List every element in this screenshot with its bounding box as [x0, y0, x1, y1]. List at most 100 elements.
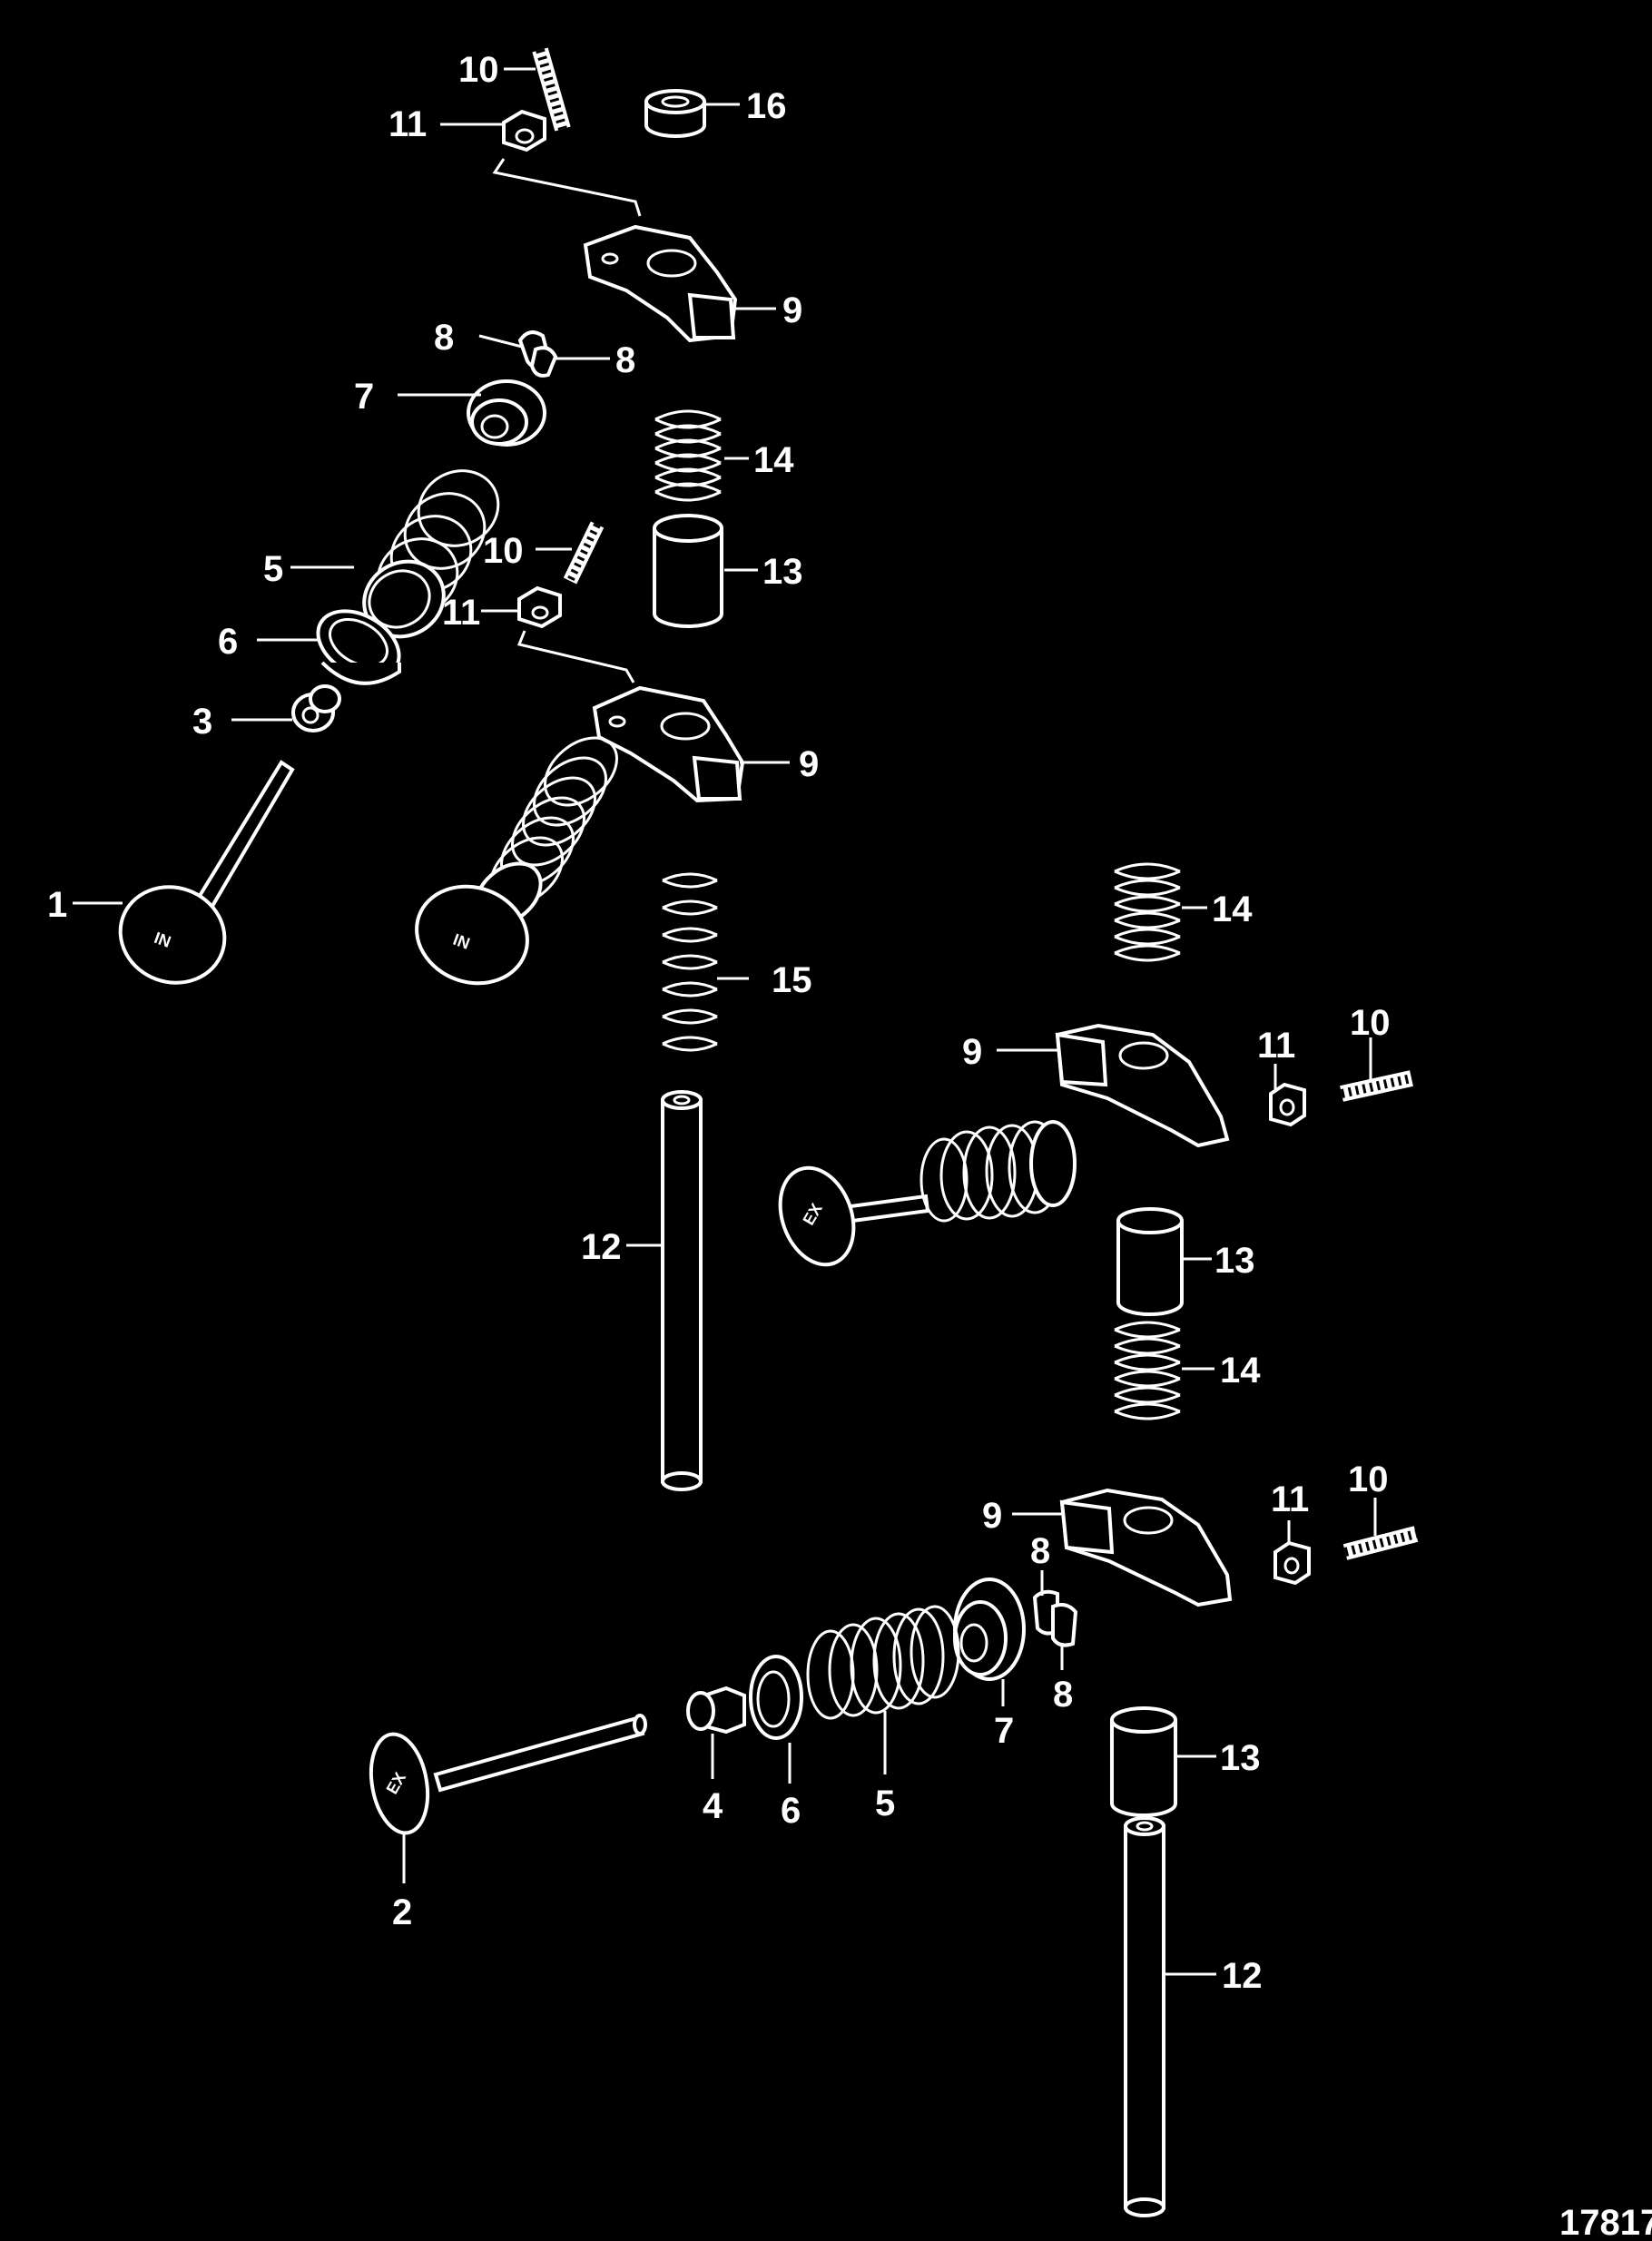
svg-text:14: 14 [753, 440, 794, 480]
rocker-arm-right [1055, 1023, 1230, 1148]
callout-14-right-lower: 14 [1182, 1351, 1261, 1391]
lifter-spring-right-lower [1114, 1321, 1181, 1420]
callout-13-lower: 13 [1177, 1738, 1261, 1778]
callout-11-right-upper: 11 [1257, 1026, 1295, 1089]
intake-valve-assembly: IN [415, 736, 618, 986]
pushrod-spring-15 [662, 872, 718, 1052]
callout-13-top: 13 [724, 552, 803, 592]
svg-text:8: 8 [1053, 1675, 1073, 1715]
pushrod-upper [661, 1090, 703, 1491]
svg-text:9: 9 [782, 290, 802, 330]
svg-text:9: 9 [962, 1032, 982, 1072]
lifter-spring-top [654, 409, 722, 502]
parts: IN IN [118, 47, 1419, 2217]
adjusting-stud-top [532, 47, 571, 132]
nut-right-upper [1269, 1082, 1306, 1127]
valve-keepers-top [517, 330, 558, 378]
svg-text:1: 1 [47, 885, 67, 925]
valve-spring-lower [806, 1605, 960, 1720]
callout-9-lower: 9 [982, 1496, 1062, 1536]
callout-11-mid: 11 [442, 593, 519, 633]
spring-seat-lower [749, 1655, 803, 1740]
lifter-spring-right-upper [1114, 862, 1181, 962]
intake-valve-assembly-mark: IN [451, 930, 473, 953]
valve-keepers-lower [1032, 1589, 1078, 1647]
callout-6-lower: 6 [781, 1743, 801, 1831]
svg-text:14: 14 [1212, 890, 1253, 929]
bushing-13-lower [1110, 1706, 1177, 1817]
callout-2: 2 [392, 1833, 412, 1932]
svg-text:13: 13 [1220, 1738, 1261, 1778]
callout-4: 4 [703, 1734, 723, 1826]
svg-text:10: 10 [458, 50, 499, 90]
svg-text:11: 11 [1271, 1479, 1309, 1519]
intake-valve-1: IN [118, 760, 295, 985]
svg-text:13: 13 [762, 552, 803, 592]
callout-5-top: 5 [263, 549, 354, 589]
callout-12-upper: 12 [581, 1227, 661, 1267]
bushing-13-right-upper [1116, 1207, 1184, 1316]
callout-15: 15 [717, 960, 812, 1000]
svg-text:6: 6 [218, 622, 238, 662]
svg-text:8: 8 [434, 318, 454, 358]
stud-right-upper [1340, 1070, 1413, 1102]
rocker-arm-mid [592, 685, 745, 803]
bushing-16 [644, 89, 706, 138]
svg-text:8: 8 [615, 340, 635, 380]
exhaust-valve-2: EX [369, 1714, 647, 1835]
svg-text:2: 2 [392, 1892, 412, 1932]
svg-text:8: 8 [1030, 1531, 1050, 1571]
svg-text:11: 11 [442, 593, 480, 633]
callout-7-lower: 7 [994, 1679, 1014, 1751]
callout-8-lower-bottom: 8 [1053, 1643, 1073, 1715]
exhaust-valve-assembly: EX [778, 1120, 1077, 1267]
svg-text:11: 11 [1257, 1026, 1295, 1066]
callout-7-top: 7 [354, 377, 481, 417]
callout-13-right-upper: 13 [1184, 1241, 1255, 1281]
valve-spring-top [362, 469, 500, 639]
svg-text:9: 9 [799, 744, 819, 784]
intake-valve-mark: IN [152, 929, 173, 951]
callouts: 10 11 16 9 8 8 7 14 5 10 13 11 6 3 9 1 1… [47, 50, 1391, 1996]
svg-text:15: 15 [772, 960, 812, 1000]
assembly-line-mid [516, 630, 635, 683]
rocker-arm-top [583, 224, 738, 343]
svg-text:12: 12 [581, 1227, 622, 1267]
adjusting-stud-mid [563, 521, 605, 585]
svg-text:5: 5 [263, 549, 283, 589]
svg-text:3: 3 [192, 702, 212, 742]
callout-5-lower: 5 [875, 1711, 895, 1823]
nut-mid [517, 585, 562, 629]
callout-10-top: 10 [458, 50, 536, 90]
figure-id: 17817 [1559, 2203, 1652, 2241]
callout-11-top: 11 [388, 104, 504, 144]
svg-text:14: 14 [1220, 1351, 1261, 1391]
svg-text:4: 4 [703, 1786, 723, 1826]
nut-lower [1273, 1540, 1311, 1586]
svg-text:10: 10 [483, 531, 524, 571]
callout-9-top: 9 [735, 290, 802, 330]
svg-text:7: 7 [994, 1711, 1014, 1751]
callout-16: 16 [706, 86, 787, 126]
valve-stem-seal-exhaust [686, 1686, 746, 1735]
svg-text:11: 11 [388, 104, 427, 144]
rocker-arm-lower [1059, 1488, 1233, 1607]
assembly-line-top [492, 158, 642, 217]
spring-retainer-top [467, 379, 546, 447]
svg-text:6: 6 [781, 1791, 801, 1831]
stud-lower [1342, 1526, 1419, 1560]
nut-top [502, 109, 546, 152]
callout-12-lower: 12 [1165, 1956, 1263, 1996]
callout-9-right: 9 [962, 1032, 1057, 1072]
callout-14-top: 14 [724, 440, 794, 480]
callout-10-mid: 10 [483, 531, 572, 571]
valve-stem-seal-intake [291, 684, 341, 732]
svg-text:9: 9 [982, 1496, 1002, 1536]
svg-text:10: 10 [1350, 1003, 1391, 1043]
callout-6-top: 6 [218, 622, 318, 662]
callout-9-mid: 9 [740, 744, 819, 784]
pushrod-lower [1124, 1816, 1165, 2217]
svg-text:5: 5 [875, 1784, 895, 1823]
